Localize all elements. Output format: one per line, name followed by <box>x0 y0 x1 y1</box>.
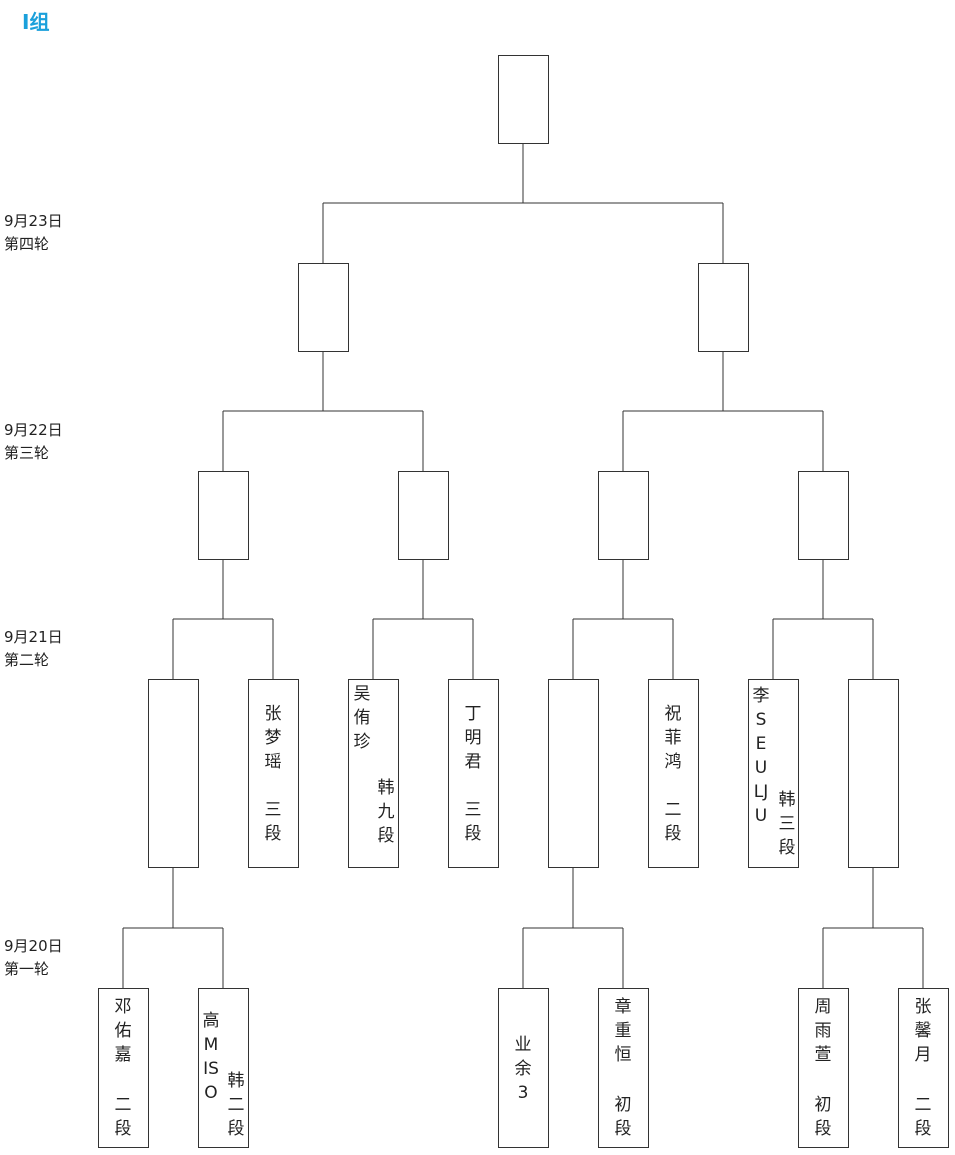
player-name: 祝菲鸿 <box>664 704 682 772</box>
player-rank: 三段 <box>264 800 282 844</box>
round-4-label: 9月23日 第四轮 <box>4 210 63 256</box>
player-rank: 韩九段 <box>377 778 395 846</box>
player-name: 李SEULJU <box>752 686 770 826</box>
group-title: I组 <box>22 10 50 34</box>
player-name: 高MISO <box>202 1011 220 1103</box>
player-rank: 三段 <box>464 800 482 844</box>
round1-player-box: 周雨萱 初段 <box>798 988 849 1148</box>
round2-player-box <box>148 679 199 868</box>
quarterfinal-slot-4 <box>798 471 849 560</box>
round1-player-box: 张馨月 二段 <box>898 988 949 1148</box>
player-name: 章重恒 <box>614 997 632 1065</box>
round-3-label: 9月22日 第三轮 <box>4 419 63 465</box>
quarterfinal-slot-3 <box>598 471 649 560</box>
player-rank: 二段 <box>114 1095 132 1139</box>
player-name: 业余3 <box>514 1035 532 1103</box>
round-date: 9月22日 <box>4 421 63 439</box>
round2-player-box: 祝菲鸿 二段 <box>648 679 699 868</box>
round-date: 9月23日 <box>4 212 63 230</box>
semifinal-slot-right <box>698 263 749 352</box>
player-name: 邓佑嘉 <box>114 997 132 1065</box>
round1-player-box: 高MISO 韩二段 <box>198 988 249 1148</box>
round2-player-box <box>548 679 599 868</box>
round2-player-box: 张梦瑶 三段 <box>248 679 299 868</box>
quarterfinal-slot-2 <box>398 471 449 560</box>
round-name: 第四轮 <box>4 235 50 253</box>
final-winner-slot <box>498 55 549 144</box>
round-name: 第一轮 <box>4 960 50 978</box>
round1-player-box: 章重恒 初段 <box>598 988 649 1148</box>
round-2-label: 9月21日 第二轮 <box>4 626 63 672</box>
round1-player-box: 邓佑嘉 二段 <box>98 988 149 1148</box>
player-rank: 二段 <box>914 1095 932 1139</box>
player-name: 周雨萱 <box>814 997 832 1065</box>
round-date: 9月21日 <box>4 628 63 646</box>
player-name: 吴侑珍 <box>353 684 371 752</box>
player-name: 张梦瑶 <box>264 704 282 772</box>
round2-player-box: 吴侑珍 韩九段 <box>348 679 399 868</box>
player-rank: 初段 <box>614 1095 632 1139</box>
round-1-label: 9月20日 第一轮 <box>4 935 63 981</box>
player-rank: 二段 <box>664 800 682 844</box>
round-name: 第三轮 <box>4 444 50 462</box>
round-name: 第二轮 <box>4 651 50 669</box>
player-rank: 初段 <box>814 1095 832 1139</box>
player-rank: 韩二段 <box>227 1071 245 1139</box>
round2-player-box <box>848 679 899 868</box>
round2-player-box: 李SEULJU 韩三段 <box>748 679 799 868</box>
round2-player-box: 丁明君 三段 <box>448 679 499 868</box>
round1-player-box: 业余3 <box>498 988 549 1148</box>
round-date: 9月20日 <box>4 937 63 955</box>
player-rank: 韩三段 <box>778 790 796 858</box>
semifinal-slot-left <box>298 263 349 352</box>
quarterfinal-slot-1 <box>198 471 249 560</box>
player-name: 张馨月 <box>914 997 932 1065</box>
player-name: 丁明君 <box>464 704 482 772</box>
